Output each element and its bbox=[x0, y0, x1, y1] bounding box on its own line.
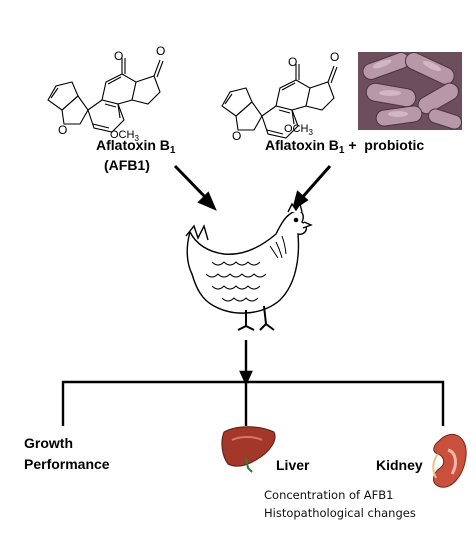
methoxy-label: OCH3 bbox=[110, 129, 139, 143]
ketone-oxygen-label: O bbox=[330, 50, 339, 64]
methoxy-label: OCH3 bbox=[284, 123, 313, 137]
probiotic-bacteria-image bbox=[358, 52, 463, 130]
arrow-afb1-to-hen bbox=[173, 164, 217, 211]
arrow-probiotic-to-hen bbox=[291, 165, 332, 212]
histopathology-note: Histopathological changes bbox=[264, 506, 416, 520]
kidney-icon bbox=[432, 434, 467, 488]
ring-oxygen-label: O bbox=[232, 129, 241, 143]
aflatoxin-molecule-structure-right: O O O OCH3 bbox=[221, 50, 339, 143]
afb1-plus-probiotic-label: Aflatoxin B1 + probiotic bbox=[265, 137, 425, 156]
aflatoxin-molecule-structure-left: O O O OCH3 bbox=[47, 44, 165, 143]
arrow-hen-to-outcomes bbox=[239, 340, 253, 386]
afb1-abbreviation-label: (AFB1) bbox=[104, 157, 150, 173]
liver-icon bbox=[221, 426, 276, 473]
growth-performance-label: Growth Performance bbox=[24, 435, 110, 472]
ketone-oxygen-label: O bbox=[114, 49, 123, 63]
concentration-note: Concentration of AFB1 bbox=[264, 488, 394, 502]
ketone-oxygen-label: O bbox=[156, 44, 165, 58]
ketone-oxygen-label: O bbox=[288, 55, 297, 69]
liver-label: Liver bbox=[276, 457, 310, 473]
kidney-label: Kidney bbox=[376, 457, 423, 473]
outcome-branch-connector bbox=[61, 380, 445, 426]
hen-illustration bbox=[185, 202, 313, 331]
afb1-label: Aflatoxin B1 bbox=[96, 137, 176, 156]
ring-oxygen-label: O bbox=[58, 123, 67, 137]
